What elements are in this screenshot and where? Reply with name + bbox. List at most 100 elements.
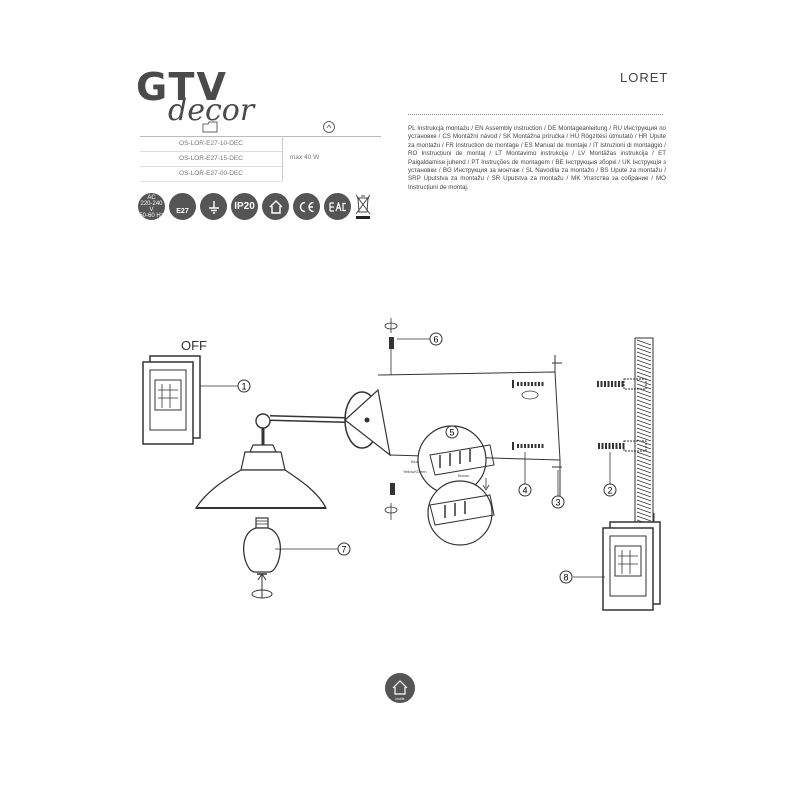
callout-5: 5 <box>445 425 459 439</box>
spec-table: OS-LOR-E27-10-DEC OS-LOR-E27-15-DEC OS-L… <box>140 118 381 182</box>
hatch-line <box>636 411 652 418</box>
dotted-divider <box>408 114 663 115</box>
hatch-line <box>636 427 652 434</box>
wiring-detail-circles <box>417 425 495 546</box>
hatch-line <box>636 443 652 450</box>
wire-label-brown: Brown <box>458 473 469 478</box>
hatch-line <box>636 363 652 370</box>
spec-code-row: OS-LOR-E27-10-DEC <box>140 137 282 152</box>
hatch-line <box>636 499 652 506</box>
hatch-line <box>636 479 652 486</box>
svg-text:1: 1 <box>241 382 246 392</box>
svg-text:5: 5 <box>449 428 454 438</box>
leader-lines <box>200 338 611 578</box>
hatch-line <box>636 407 652 414</box>
switch-off-label: OFF <box>181 338 207 353</box>
spec-table-header <box>140 118 381 137</box>
wall-dowels <box>597 378 647 452</box>
wire-label-yellow-green: Yellow/Green <box>403 469 427 474</box>
hatch-line <box>636 511 652 518</box>
instruction-languages: PL Instrukcja montażu / EN Assembly inst… <box>408 125 666 191</box>
svg-text:8: 8 <box>563 573 568 583</box>
ce-mark-icon <box>293 193 320 220</box>
hatch-line <box>636 431 652 438</box>
hatch-line <box>636 347 652 354</box>
hatch-line <box>636 371 652 378</box>
callout-8: 8 <box>559 570 573 584</box>
callout-7: 7 <box>337 542 351 556</box>
table-divider <box>282 136 283 181</box>
indoor-use-badge: inside <box>385 673 415 703</box>
spec-code-row: OS-LOR-E27-00-DEC <box>140 167 282 182</box>
hatch-line <box>636 415 652 422</box>
hatch-line <box>636 379 652 386</box>
indoor-house-icon <box>262 193 289 220</box>
hatch-line <box>636 339 652 346</box>
hatch-line <box>636 455 652 462</box>
hatch-line <box>636 391 652 398</box>
hatch-line <box>636 515 652 522</box>
spec-code-row: OS-LOR-E27-15-DEC <box>140 152 282 167</box>
svg-text:4: 4 <box>522 486 527 496</box>
hatch-line <box>636 471 652 478</box>
hatch-line <box>636 343 652 350</box>
hatch-line <box>636 491 652 498</box>
screwdriver-rotate-icon <box>521 390 539 400</box>
brand-logo-main: GTV <box>136 65 228 109</box>
switch-box-on <box>602 521 661 611</box>
lamp-arm <box>269 388 391 457</box>
hatch-line <box>636 435 652 442</box>
svg-text:6: 6 <box>433 335 438 345</box>
ip-label: IP20 <box>234 200 255 212</box>
hatch-line <box>636 395 652 402</box>
callout-6: 6 <box>429 332 443 346</box>
voltage-line: AC <box>147 194 156 201</box>
lamp-shade <box>194 413 328 509</box>
weee-bin-icon <box>355 194 371 219</box>
svg-text:3: 3 <box>555 498 560 508</box>
hatch-line <box>636 359 652 366</box>
hatch-line <box>636 367 652 374</box>
callout-2: 2 <box>603 483 617 497</box>
e27-socket-icon: E27 <box>169 193 196 220</box>
hatch-line <box>636 355 652 362</box>
light-bulb <box>242 517 282 575</box>
voltage-icon: AC 220-240 V 50-60 Hz <box>138 193 165 220</box>
wall-hatching <box>634 337 654 551</box>
hatch-line <box>636 451 652 458</box>
hatch-line <box>636 459 652 466</box>
hatch-line <box>636 487 652 494</box>
ip20-icon: IP20 <box>231 193 258 220</box>
bulb-icon <box>323 121 335 133</box>
svg-text:2: 2 <box>607 486 612 496</box>
small-screws <box>384 318 398 520</box>
hatch-line <box>636 387 652 394</box>
hatch-line <box>636 475 652 482</box>
hatch-line <box>636 399 652 406</box>
hatch-line <box>636 495 652 502</box>
callout-4: 4 <box>518 483 532 497</box>
hatch-line <box>636 383 652 390</box>
voltage-line: 50-60 Hz <box>139 212 164 219</box>
callout-1: 1 <box>237 379 251 393</box>
certification-icons: AC 220-240 V 50-60 Hz E27 IP20 <box>138 193 371 220</box>
brand-logo-sub: decor <box>168 93 255 128</box>
hatch-line <box>636 483 652 490</box>
eac-mark-icon <box>324 193 351 220</box>
product-name: LORET <box>620 70 669 85</box>
screws <box>512 380 545 450</box>
hatch-line <box>636 463 652 470</box>
hatch-line <box>636 419 652 426</box>
hatch-line <box>636 507 652 514</box>
voltage-line: 220-240 V <box>140 200 163 213</box>
svg-text:7: 7 <box>341 545 346 555</box>
ground-icon <box>200 193 227 220</box>
hatch-line <box>636 351 652 358</box>
hatch-line <box>636 503 652 510</box>
wire-label-blue: Blue <box>411 459 420 464</box>
hatch-line <box>636 467 652 474</box>
callout-3: 3 <box>551 495 565 509</box>
spec-power: max 40 W <box>290 154 320 161</box>
rotate-arrow-icon <box>251 573 273 599</box>
